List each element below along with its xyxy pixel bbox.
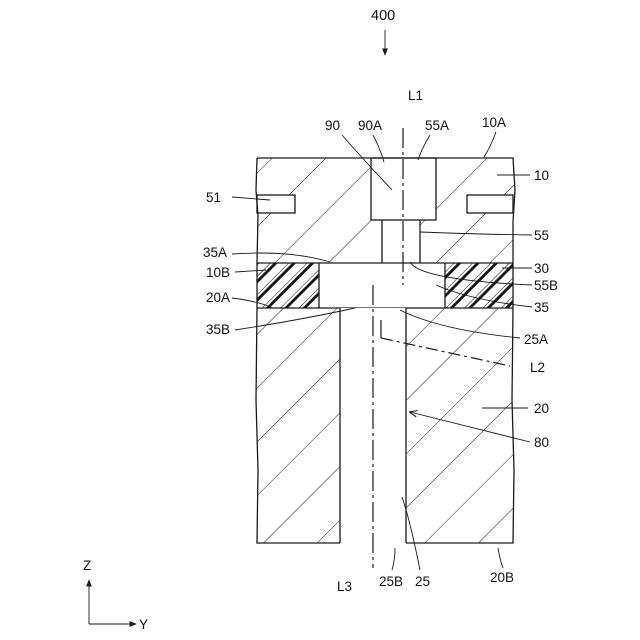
axis-z-label: Z	[83, 558, 91, 573]
label-seal-hole: 35	[534, 300, 549, 315]
label-seal-inner-face: 35A	[203, 245, 227, 260]
label-first-bottom-face: 10B	[206, 265, 230, 280]
label-seal-lower-face: 35B	[206, 322, 230, 337]
label-fitting: 51	[206, 190, 221, 205]
seal-member	[257, 263, 513, 308]
second-member	[256, 308, 514, 543]
label-axis-l1: L1	[408, 88, 423, 103]
label-first-top-face: 10A	[482, 115, 506, 130]
label-first-member: 10	[534, 168, 549, 183]
axis-y-label: Y	[139, 617, 148, 632]
label-channel-bottom-end: 25B	[379, 574, 403, 589]
label-second-channel: 25	[415, 574, 430, 589]
label-flow-path: 80	[534, 435, 549, 450]
label-passage-top-end: 55A	[425, 118, 449, 133]
label-passage-bottom-end: 55B	[534, 278, 558, 293]
figure-number-label: 400	[371, 8, 395, 24]
label-second-bottom-face: 20B	[490, 570, 514, 585]
label-first-passage: 55	[534, 228, 549, 243]
label-axis-l3: L3	[337, 579, 352, 594]
label-channel-top-end: 25A	[524, 332, 548, 347]
label-axis-l2: L2	[530, 360, 545, 375]
label-second-top-face: 20A	[206, 290, 230, 305]
coordinate-axes: Z Y	[83, 558, 148, 632]
label-filter-face: 90A	[358, 118, 382, 133]
label-second-member: 20	[534, 401, 549, 416]
label-seal-member: 30	[534, 261, 549, 276]
label-filter: 90	[325, 118, 340, 133]
